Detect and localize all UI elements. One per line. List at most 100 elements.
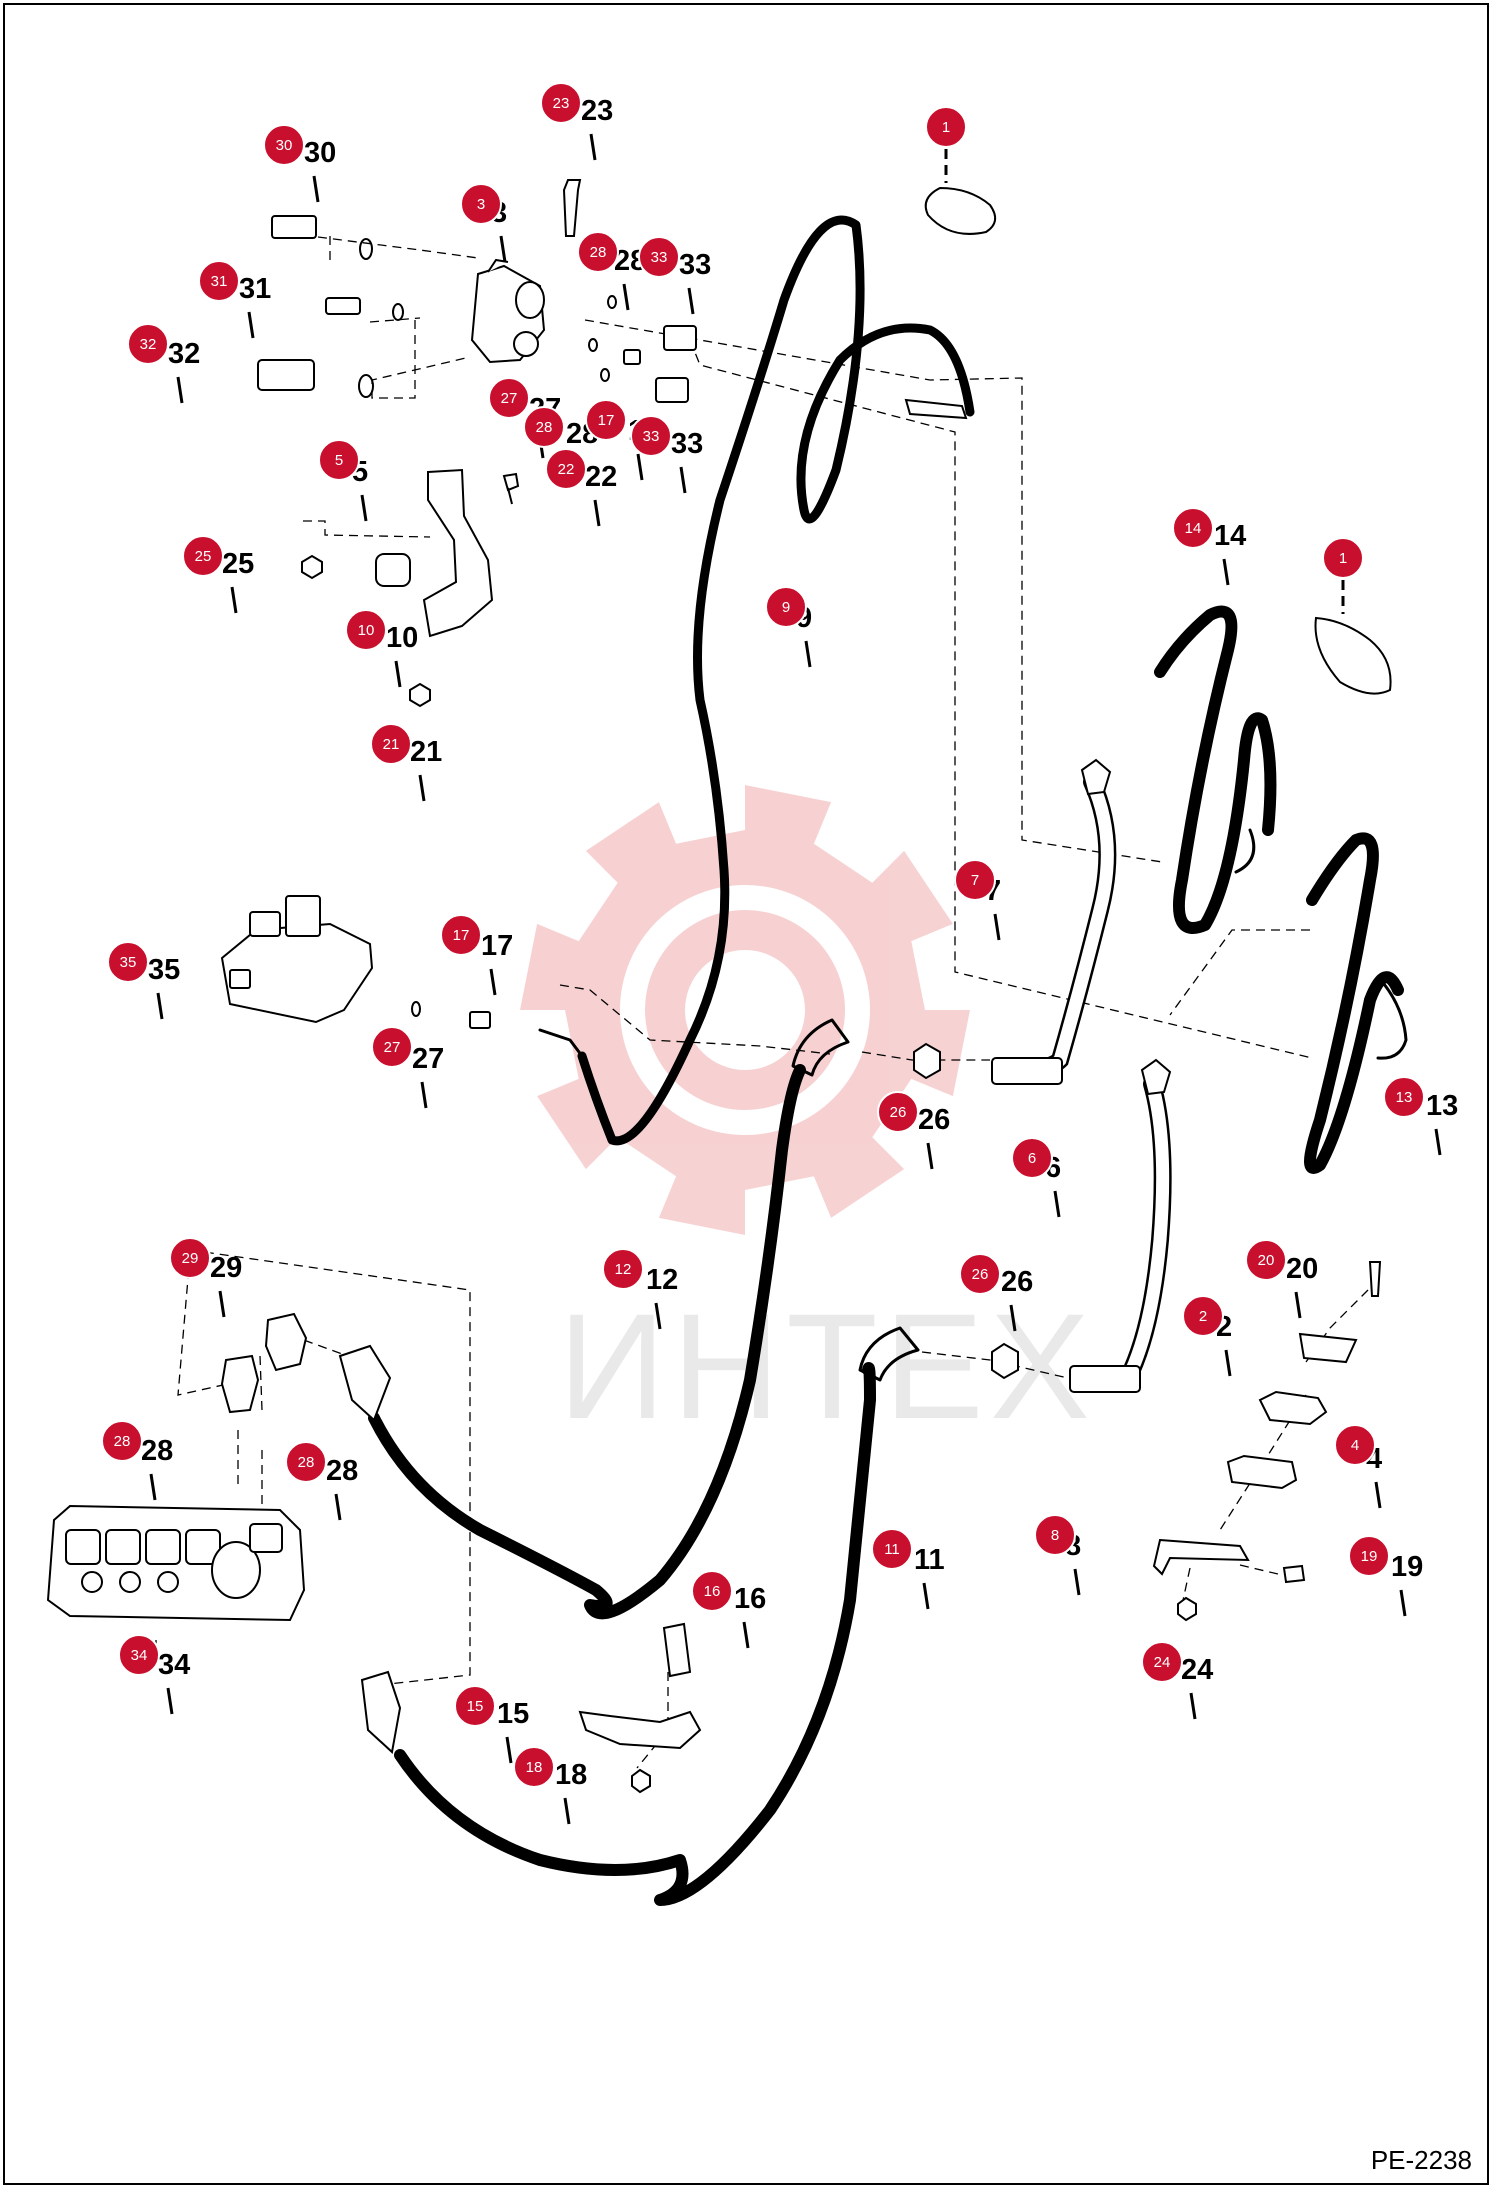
callout-leader bbox=[230, 586, 238, 614]
part-badge-33[interactable]: 33 bbox=[638, 236, 680, 278]
badge-circle bbox=[1141, 1641, 1183, 1683]
callout-leader bbox=[1073, 1568, 1081, 1596]
part-badge-34[interactable]: 34 bbox=[118, 1634, 160, 1676]
badge-number: 18 bbox=[526, 1759, 543, 1776]
part-badge-13[interactable]: 13 bbox=[1383, 1076, 1425, 1118]
part-badge-1[interactable]: 1 bbox=[1322, 537, 1364, 579]
part-badge-28[interactable]: 28 bbox=[285, 1441, 327, 1483]
part-badge-8[interactable]: 8 bbox=[1034, 1514, 1076, 1556]
part-badge-20[interactable]: 20 bbox=[1245, 1239, 1287, 1281]
badge-number: 32 bbox=[140, 336, 157, 353]
part-badge-6[interactable]: 6 bbox=[1011, 1137, 1053, 1179]
leader-line bbox=[584, 319, 1163, 863]
part-number-label: 12 bbox=[646, 1264, 678, 1296]
part-badge-18[interactable]: 18 bbox=[513, 1746, 555, 1788]
callout-leader bbox=[687, 287, 695, 315]
part-number-label: 30 bbox=[304, 137, 336, 169]
tube-7-nut bbox=[991, 1057, 1063, 1085]
badge-number: 33 bbox=[651, 249, 668, 266]
part-badge-28[interactable]: 28 bbox=[577, 231, 619, 273]
badge-circle bbox=[169, 1237, 211, 1279]
part-badge-30[interactable]: 30 bbox=[263, 124, 305, 166]
callout-leader bbox=[1224, 1349, 1232, 1377]
fitting-31 bbox=[325, 297, 361, 315]
hose-14 bbox=[1154, 605, 1277, 934]
part-badge-25[interactable]: 25 bbox=[182, 535, 224, 577]
badge-circle bbox=[1383, 1076, 1425, 1118]
part-badge-26[interactable]: 26 bbox=[877, 1091, 919, 1133]
part-badge-19[interactable]: 19 bbox=[1348, 1535, 1390, 1577]
part-badge-3[interactable]: 3 bbox=[460, 183, 502, 225]
badge-number: 29 bbox=[182, 1250, 199, 1267]
badge-number: 12 bbox=[615, 1261, 632, 1278]
callout-leader bbox=[505, 1736, 513, 1764]
part-number-label: 26 bbox=[918, 1104, 950, 1136]
part-badge-4[interactable]: 4 bbox=[1334, 1424, 1376, 1466]
badge-circle bbox=[691, 1570, 733, 1612]
part-badge-10[interactable]: 10 bbox=[345, 609, 387, 651]
part-badge-28[interactable]: 28 bbox=[523, 406, 565, 448]
badge-circle bbox=[198, 260, 240, 302]
badge-number: 9 bbox=[782, 599, 790, 616]
nut-21 bbox=[409, 682, 431, 708]
part-badge-22[interactable]: 22 bbox=[545, 448, 587, 490]
bolt-23 bbox=[562, 179, 582, 237]
part-badge-12[interactable]: 12 bbox=[602, 1248, 644, 1290]
badge-number: 8 bbox=[1051, 1527, 1059, 1544]
part-badge-27[interactable]: 27 bbox=[371, 1026, 413, 1068]
leader-line bbox=[177, 1254, 233, 1396]
nut-26 bbox=[913, 1042, 941, 1080]
fitting-30 bbox=[271, 215, 317, 239]
part-badge-23[interactable]: 23 bbox=[540, 82, 582, 124]
fitting-17 bbox=[469, 1011, 491, 1029]
badge-number: 28 bbox=[114, 1433, 131, 1450]
nut-18 bbox=[631, 1768, 651, 1794]
callout-leader bbox=[1399, 1589, 1407, 1617]
callout-leader bbox=[993, 913, 1001, 941]
part-badge-2[interactable]: 2 bbox=[1182, 1295, 1224, 1337]
part-badge-27[interactable]: 27 bbox=[488, 377, 530, 419]
spacer-10 bbox=[375, 553, 411, 587]
part-badge-11[interactable]: 11 bbox=[871, 1528, 913, 1570]
o-ring bbox=[588, 338, 598, 352]
part-badge-1[interactable]: 1 bbox=[925, 106, 967, 148]
badge-circle bbox=[1334, 1424, 1376, 1466]
badge-circle bbox=[371, 1026, 413, 1068]
part-badge-5[interactable]: 5 bbox=[318, 439, 360, 481]
part-badge-24[interactable]: 24 bbox=[1141, 1641, 1183, 1683]
part-number-label: 25 bbox=[222, 548, 254, 580]
part-badge-31[interactable]: 31 bbox=[198, 260, 240, 302]
badge-circle bbox=[602, 1248, 644, 1290]
part-badge-35[interactable]: 35 bbox=[107, 941, 149, 983]
badge-circle bbox=[345, 609, 387, 651]
badge-circle bbox=[182, 535, 224, 577]
callout-leader bbox=[149, 1473, 157, 1501]
badge-circle bbox=[1245, 1239, 1287, 1281]
part-badge-33[interactable]: 33 bbox=[630, 415, 672, 457]
watermark-gear-icon bbox=[520, 785, 970, 1235]
part-badge-28[interactable]: 28 bbox=[101, 1420, 143, 1462]
part-badge-15[interactable]: 15 bbox=[454, 1685, 496, 1727]
callout-leader bbox=[499, 235, 507, 263]
valve-35 bbox=[220, 895, 374, 1024]
hose-9-fitting bbox=[904, 398, 968, 420]
part-badge-26[interactable]: 26 bbox=[959, 1253, 1001, 1295]
badge-number: 33 bbox=[643, 428, 660, 445]
part-badge-17[interactable]: 17 bbox=[585, 399, 627, 441]
callout-leader bbox=[166, 1687, 174, 1715]
part-badge-7[interactable]: 7 bbox=[954, 859, 996, 901]
hose-11-elbow bbox=[858, 1326, 920, 1382]
badge-circle bbox=[630, 415, 672, 457]
clamp-1-top bbox=[924, 186, 997, 235]
part-badge-9[interactable]: 9 bbox=[765, 586, 807, 628]
part-badge-21[interactable]: 21 bbox=[370, 723, 412, 765]
part-badge-29[interactable]: 29 bbox=[169, 1237, 211, 1279]
part-badge-16[interactable]: 16 bbox=[691, 1570, 733, 1612]
leader-line bbox=[1239, 1564, 1283, 1576]
part-badge-14[interactable]: 14 bbox=[1172, 507, 1214, 549]
part-badge-17[interactable]: 17 bbox=[440, 914, 482, 956]
bracket-5 bbox=[422, 468, 494, 638]
badge-circle bbox=[765, 586, 807, 628]
part-badge-32[interactable]: 32 bbox=[127, 323, 169, 365]
control-valve-34 bbox=[46, 1504, 306, 1622]
